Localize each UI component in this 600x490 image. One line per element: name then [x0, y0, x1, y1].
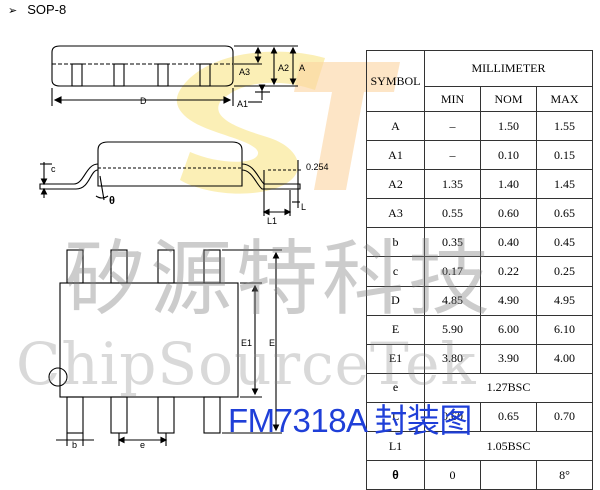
unit-header: MILLIMETER — [424, 50, 593, 87]
label-E1: E1 — [241, 338, 252, 348]
symbol-cell: e — [366, 372, 425, 403]
label-b: b — [72, 440, 77, 450]
side-lead-1 — [71, 63, 83, 87]
label-A1: A1 — [237, 99, 248, 109]
nom-value-cell: 0.65 — [480, 401, 537, 433]
symbol-cell: A — [366, 110, 425, 142]
min-value-cell: 0.35 — [424, 227, 481, 258]
chinese-company-watermark: 矽源特科技 — [64, 232, 495, 327]
max-value-cell: 4.95 — [536, 285, 593, 316]
label-gauge-plane: 0.254 — [306, 162, 329, 172]
end-view-body — [97, 141, 243, 187]
nom-value-cell — [480, 460, 537, 490]
max-value-cell: 0.70 — [536, 401, 593, 433]
symbol-cell: A1 — [366, 140, 425, 171]
max-value-cell: 6.10 — [536, 314, 593, 345]
english-company-watermark: ChipSourceTek — [16, 330, 477, 398]
symbol-header: SYMBOL — [366, 50, 425, 112]
nom-value-cell: 3.90 — [480, 343, 537, 374]
min-value-cell: 1.35 — [424, 169, 481, 200]
min-value-cell: 0.17 — [424, 256, 481, 287]
min-value-cell: 0.60 — [424, 401, 481, 433]
package-name: SOP-8 — [27, 2, 67, 17]
max-value-cell: 0.25 — [536, 256, 593, 287]
label-A3: A3 — [239, 67, 250, 77]
label-theta: θ — [109, 195, 115, 207]
symbol-cell: E — [366, 314, 425, 345]
nom-value-cell: 6.00 — [480, 314, 537, 345]
top-lead-7 — [110, 249, 128, 284]
top-view-body — [59, 282, 239, 398]
package-outline-drawing: A3 A2 A A1 D c θ L1 L 0.254 E1 E b e — [39, 45, 329, 450]
nom-value-cell: 1.40 — [480, 169, 537, 200]
nom-value-cell: 0.60 — [480, 198, 537, 229]
side-lead-4 — [199, 63, 211, 87]
min-value-cell: – — [424, 110, 481, 142]
label-c: c — [51, 164, 56, 174]
nom-value-cell: 0.10 — [480, 140, 537, 171]
top-lead-8 — [66, 249, 84, 284]
max-value-cell: 0.45 — [536, 227, 593, 258]
label-L1: L1 — [267, 216, 277, 226]
top-lead-6 — [157, 249, 175, 284]
side-view-body-top — [51, 45, 234, 64]
column-header-max: MAX — [536, 86, 593, 112]
gull-wing-lead-left — [39, 163, 99, 190]
gull-wing-lead-right — [241, 163, 301, 190]
min-value-cell: 0 — [424, 460, 481, 490]
symbol-cell: θ — [366, 460, 425, 490]
max-value-cell: 0.15 — [536, 140, 593, 171]
side-lead-2 — [113, 63, 125, 87]
label-e: e — [140, 440, 145, 450]
min-value-cell: – — [424, 140, 481, 171]
max-value-cell: 4.00 — [536, 343, 593, 374]
symbol-cell: c — [366, 256, 425, 287]
min-value-cell: 4.85 — [424, 285, 481, 316]
label-E: E — [269, 338, 275, 348]
max-value-cell: 8° — [536, 460, 593, 490]
side-view-body-bottom — [51, 64, 234, 87]
max-value-cell: 1.55 — [536, 110, 593, 142]
package-heading: ➢ SOP-8 — [8, 2, 66, 17]
symbol-cell: D — [366, 285, 425, 316]
bullet-arrow-icon: ➢ — [8, 5, 18, 17]
label-L: L — [301, 202, 306, 212]
max-value-cell: 0.65 — [536, 198, 593, 229]
label-A2: A2 — [278, 63, 289, 73]
nom-value-cell: 1.50 — [480, 110, 537, 142]
bottom-lead-4 — [203, 396, 221, 434]
bottom-lead-3 — [157, 396, 175, 434]
max-value-cell: 1.45 — [536, 169, 593, 200]
label-A: A — [299, 63, 305, 73]
pin1-marker-icon — [48, 367, 68, 387]
label-D: D — [140, 96, 147, 106]
column-header-min: MIN — [424, 86, 481, 112]
column-header-nom: NOM — [480, 86, 537, 112]
bottom-lead-1 — [66, 396, 84, 434]
side-lead-3 — [157, 63, 169, 87]
nom-value-cell: 0.22 — [480, 256, 537, 287]
package-diagram-caption: FM7318A 封装图 — [228, 402, 472, 439]
symbol-cell: A2 — [366, 169, 425, 200]
min-value-cell: 5.90 — [424, 314, 481, 345]
bottom-lead-2 — [110, 396, 128, 434]
top-lead-5 — [203, 249, 221, 284]
chipsourcetek-logo-watermark — [176, 51, 400, 194]
